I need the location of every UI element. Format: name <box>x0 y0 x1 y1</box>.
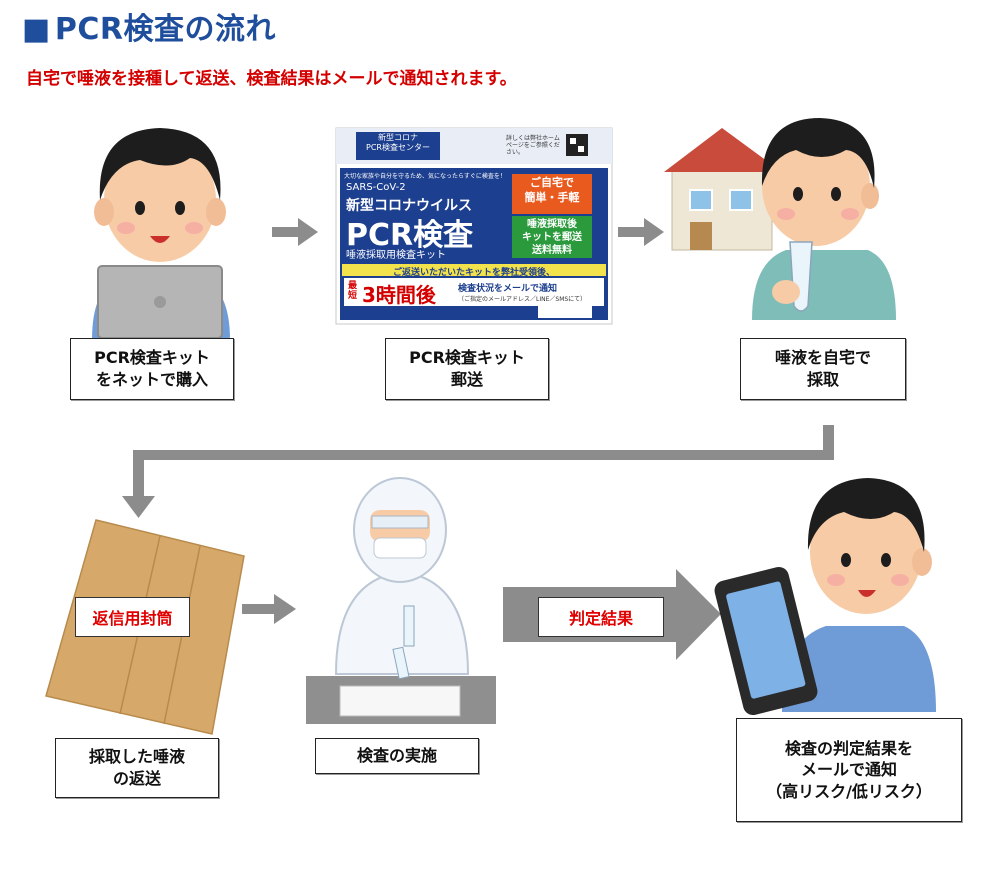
kit-badge-1: ご自宅で <box>530 176 574 189</box>
title-text: PCR検査の流れ <box>54 12 276 47</box>
step-notify-result: 検査の判定結果を メールで通知 （高リスク/低リスク） <box>736 718 962 822</box>
step-return-line1: 採取した唾液 <box>88 747 185 767</box>
envelope-label: 返信用封筒 <box>75 597 190 637</box>
kit-badge-5: 送料無料 <box>532 245 572 256</box>
step-buy-line2: をネットで購入 <box>95 370 208 389</box>
kit-fastest: 最短 <box>348 281 358 301</box>
pcr-kit-package-illustration <box>335 127 613 325</box>
step-return-saliva: 採取した唾液 の返送 <box>55 738 219 798</box>
step-return-line2: の返送 <box>112 769 161 788</box>
step-collect-line2: 採取 <box>806 370 839 389</box>
arrow-return-path <box>122 425 834 518</box>
title-square-icon: ■ <box>22 12 51 47</box>
step-notify-line1: 検査の判定結果を <box>784 738 913 758</box>
kit-badge-mail: 唾液採取後 キットを郵送 送料無料 <box>512 218 592 257</box>
step-mail-line1: PCR検査キット <box>409 348 525 368</box>
lab-worker-illustration <box>306 477 496 724</box>
kit-brand-line1: 新型コロナ <box>378 133 418 142</box>
step-notify-line3: （高リスク/低リスク） <box>766 781 932 801</box>
kit-result-sub: （ご指定のメールアドレス／LINE／SMSにて） <box>458 296 587 303</box>
kit-brand: 新型コロナ PCR検査センター <box>356 133 440 153</box>
person-phone-illustration <box>714 478 936 716</box>
result-label: 判定結果 <box>538 597 664 637</box>
kit-brand-line2: PCR検査センター <box>366 143 430 152</box>
step-mail-line2: 郵送 <box>450 370 483 389</box>
kit-result-line: 検査状況をメールで通知 <box>458 284 558 294</box>
qr-code-icon <box>566 134 588 156</box>
kit-product-main: PCR検査 <box>346 218 474 253</box>
kit-badge-2: 簡単・手軽 <box>524 190 580 204</box>
kit-detail-note: 詳しくは弊社ホームページをご参照ください。 <box>506 135 560 157</box>
step-mail-kit: PCR検査キット 郵送 <box>385 338 549 400</box>
step-collect-saliva: 唾液を自宅で 採取 <box>740 338 906 400</box>
kit-tagline: 大切な家族や自分を守るため、気になったらすぐに検査を！ <box>344 173 506 180</box>
arrow-mail-to-collect <box>618 218 664 246</box>
kit-product-sub: 唾液採取用検査キット <box>346 250 446 261</box>
kit-virus: SARS-CoV-2 <box>346 182 406 193</box>
step-run-test: 検査の実施 <box>315 738 479 774</box>
person-swab-illustration <box>752 118 896 320</box>
kit-badge-easy: ご自宅で 簡単・手軽 <box>512 176 592 206</box>
step-test-line1: 検査の実施 <box>356 746 437 766</box>
kit-badge-3: 唾液採取後 <box>527 219 577 230</box>
house-illustration <box>664 128 782 251</box>
person-laptop-illustration <box>92 128 230 340</box>
step-collect-line1: 唾液を自宅で <box>774 348 871 368</box>
step-notify-line2: メールで通知 <box>800 760 897 780</box>
kit-product-kana: 新型コロナウイルス <box>346 198 472 214</box>
kit-badge-4: キットを郵送 <box>522 232 582 243</box>
arrow-buy-to-mail <box>272 218 318 246</box>
step-buy-kit: PCR検査キット をネットで購入 <box>70 338 234 400</box>
page-title: ■PCR検査の流れ <box>22 4 276 48</box>
kit-hours: 3時間後 <box>362 283 436 307</box>
kit-notice: ご返送いただいたキットを弊社受領後、 <box>392 268 555 278</box>
page-subtitle: 自宅で唾液を接種して返送、検査結果はメールで通知されます。 <box>26 69 517 89</box>
step-buy-line1: PCR検査キット <box>94 348 210 368</box>
arrow-envelope-to-test <box>242 594 296 624</box>
